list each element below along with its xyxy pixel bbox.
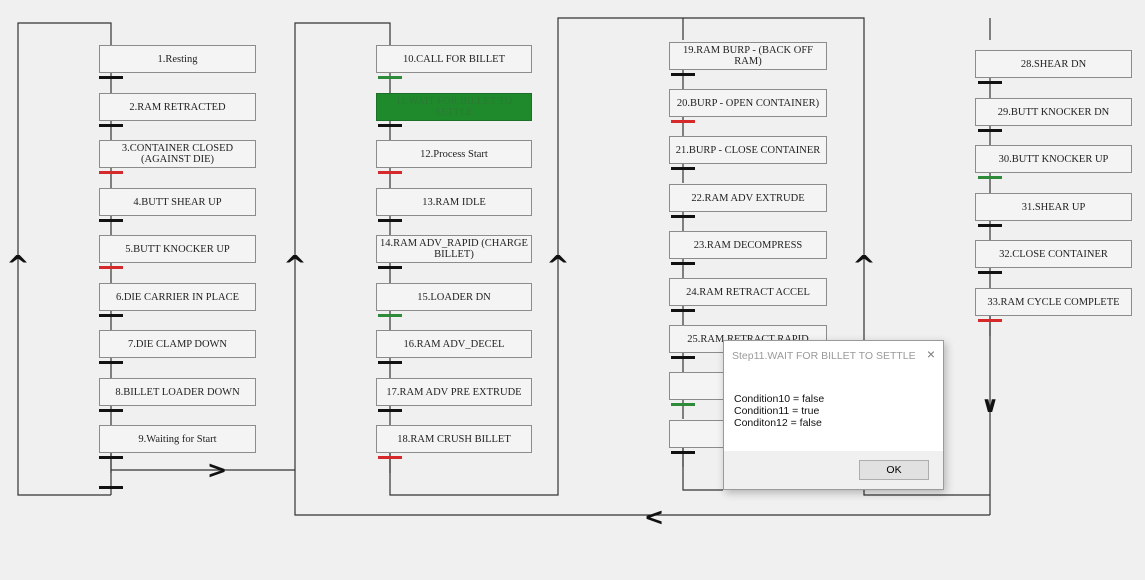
condition-dialog: Step11.WAIT FOR BILLET TO SETTLE × Condi… (723, 340, 944, 490)
step-box[interactable]: 32.CLOSE CONTAINER (975, 240, 1132, 268)
transition-bar (978, 129, 1002, 132)
transition-bar (99, 124, 123, 127)
chevron-left-icon: < (643, 503, 665, 531)
step-box[interactable]: 24.RAM RETRACT ACCEL (669, 278, 827, 306)
step-box[interactable]: 2.RAM RETRACTED (99, 93, 256, 121)
step-box[interactable]: 9.Waiting for Start (99, 425, 256, 453)
transition-bar (671, 451, 695, 454)
step-box[interactable]: 23.RAM DECOMPRESS (669, 231, 827, 259)
chevron-up-icon: ^ (852, 249, 876, 282)
transition-bar (99, 171, 123, 174)
transition-bar (99, 76, 123, 79)
dialog-footer: OK (724, 451, 943, 489)
transition-bar (378, 76, 402, 79)
dialog-conditions: Condition10 = false Condition11 = true C… (734, 393, 824, 429)
transition-bar (99, 409, 123, 412)
transition-bar (99, 486, 123, 489)
step-box[interactable]: 30.BUTT KNOCKER UP (975, 145, 1132, 173)
step-box[interactable]: 10.CALL FOR BILLET (376, 45, 532, 73)
transition-bar (671, 403, 695, 406)
transition-bar (99, 219, 123, 222)
chevron-down-icon: ∨ (981, 393, 999, 418)
chevron-up-icon: ^ (546, 249, 570, 282)
chevron-up-icon: ^ (6, 249, 30, 282)
transition-bar (378, 314, 402, 317)
step-box[interactable]: 16.RAM ADV_DECEL (376, 330, 532, 358)
close-icon[interactable]: × (926, 346, 935, 362)
step-box[interactable]: 13.RAM IDLE (376, 188, 532, 216)
step-box[interactable]: 19.RAM BURP - (BACK OFF RAM) (669, 42, 827, 70)
transition-bar (378, 219, 402, 222)
transition-bar (978, 176, 1002, 179)
step-box[interactable]: 12.Process Start (376, 140, 532, 168)
condition-line: Conditon12 = false (734, 417, 822, 429)
condition-line: Condition10 = false (734, 393, 825, 405)
transition-bar (671, 309, 695, 312)
transition-bar (378, 409, 402, 412)
step-box[interactable]: 4.BUTT SHEAR UP (99, 188, 256, 216)
chevron-up-icon: ^ (283, 249, 307, 282)
step-box[interactable]: 21.BURP - CLOSE CONTAINER (669, 136, 827, 164)
transition-bar (671, 73, 695, 76)
step-box[interactable]: 17.RAM ADV PRE EXTRUDE (376, 378, 532, 406)
step-box[interactable]: 31.SHEAR UP (975, 193, 1132, 221)
transition-bar (978, 271, 1002, 274)
transition-bar (671, 262, 695, 265)
step-box[interactable]: 8.BILLET LOADER DOWN (99, 378, 256, 406)
transition-bar (671, 167, 695, 170)
transition-bar (671, 356, 695, 359)
transition-bar (671, 120, 695, 123)
transition-bar (378, 171, 402, 174)
step-box[interactable]: 15.LOADER DN (376, 283, 532, 311)
step-box[interactable]: 28.SHEAR DN (975, 50, 1132, 78)
transition-bar (378, 266, 402, 269)
step-box[interactable]: 29.BUTT KNOCKER DN (975, 98, 1132, 126)
transition-bar (671, 215, 695, 218)
condition-line: Condition11 = true (734, 405, 820, 417)
transition-bar (978, 224, 1002, 227)
step-box[interactable]: 14.RAM ADV_RAPID (CHARGE BILLET) (376, 235, 532, 263)
step-box[interactable]: 22.RAM ADV EXTRUDE (669, 184, 827, 212)
step-box[interactable]: 11.WAIT FOR BILLET TO SETTLE (376, 93, 532, 121)
step-box[interactable]: 1.Resting (99, 45, 256, 73)
transition-bar (378, 361, 402, 364)
transition-bar (378, 124, 402, 127)
transition-bar (99, 266, 123, 269)
step-box[interactable]: 7.DIE CLAMP DOWN (99, 330, 256, 358)
transition-bar (378, 456, 402, 459)
step-box[interactable]: 5.BUTT KNOCKER UP (99, 235, 256, 263)
transition-bar (978, 81, 1002, 84)
step-box[interactable]: 20.BURP - OPEN CONTAINER) (669, 89, 827, 117)
ok-button[interactable]: OK (859, 460, 929, 480)
step-box[interactable]: 18.RAM CRUSH BILLET (376, 425, 532, 453)
chevron-right-icon: > (206, 456, 228, 484)
step-box[interactable]: 6.DIE CARRIER IN PLACE (99, 283, 256, 311)
step-box[interactable]: 3.CONTAINER CLOSED (AGAINST DIE) (99, 140, 256, 168)
transition-bar (99, 361, 123, 364)
transition-bar (978, 319, 1002, 322)
transition-bar (99, 456, 123, 459)
transition-bar (99, 314, 123, 317)
dialog-title: Step11.WAIT FOR BILLET TO SETTLE (732, 350, 916, 362)
step-box[interactable]: 33.RAM CYCLE COMPLETE (975, 288, 1132, 316)
